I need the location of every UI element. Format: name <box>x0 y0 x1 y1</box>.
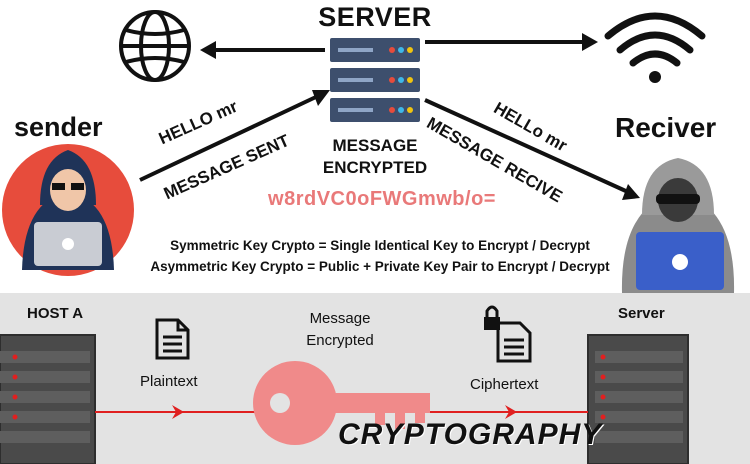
server-tower-icon-right <box>587 334 689 464</box>
document-icon <box>155 318 190 360</box>
asymmetric-note: Asymmetric Key Crypto = Public + Private… <box>150 259 610 274</box>
message-encrypted-line2: ENCRYPTED <box>322 158 428 177</box>
locked-document-icon <box>484 305 532 363</box>
server-tower-icon <box>0 334 96 464</box>
arrow-chevron-icon-2 <box>505 405 517 419</box>
server-title: SERVER <box>318 2 432 32</box>
message-caption-line1: Message <box>309 310 371 327</box>
plaintext-label: Plaintext <box>140 373 198 390</box>
top-graphics <box>2 10 735 293</box>
bottom-graphics <box>0 305 689 464</box>
wifi-icon <box>604 12 706 83</box>
symmetric-note: Symmetric Key Crypto = Single Identical … <box>170 238 590 253</box>
server-rack-icon <box>330 38 420 122</box>
cipher-text: w8rdVC0oFWGmwb/o= <box>268 188 496 210</box>
reciver-label: Reciver <box>615 112 717 143</box>
hacker-receiver-icon <box>621 158 735 293</box>
globe-icon <box>119 10 191 82</box>
message-encrypted-line1: MESSAGE <box>332 136 418 155</box>
arrow-chevron-icon <box>172 405 184 419</box>
message-encrypted-caption: Message Encrypted <box>285 308 395 352</box>
host-a-label: HOST A <box>27 305 84 322</box>
message-encrypted-label: MESSAGE ENCRYPTED <box>300 135 450 179</box>
sender-label: sender <box>14 112 103 142</box>
message-caption-line2: Encrypted <box>306 332 374 349</box>
server-to-receiver-arrow <box>424 98 640 200</box>
top-double-arrow <box>200 33 598 59</box>
key-icon <box>253 361 430 445</box>
ciphertext-label: Ciphertext <box>470 376 539 393</box>
hacker-sender-icon <box>2 144 134 276</box>
server-label: Server <box>618 305 665 322</box>
sender-to-server-arrow <box>139 90 330 182</box>
cryptography-title: CRYPTOGRAPHY <box>338 418 603 451</box>
